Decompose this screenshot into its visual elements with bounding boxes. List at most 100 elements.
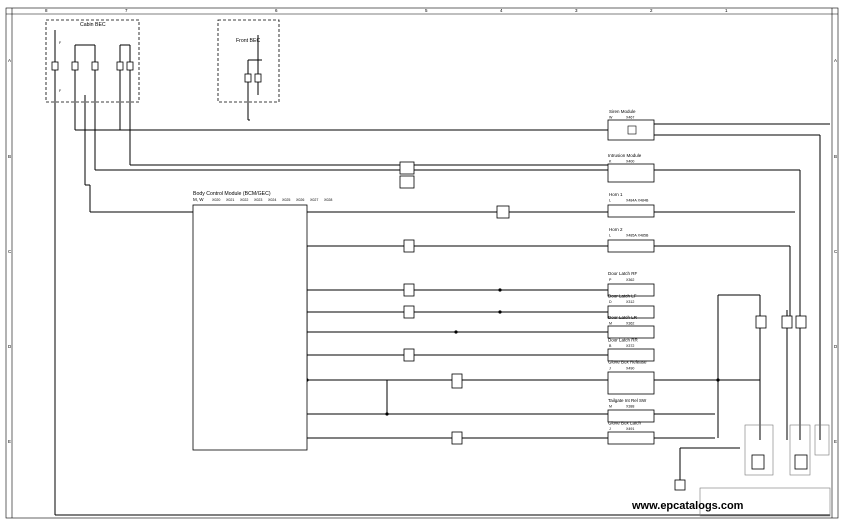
- door-latch-rf-name: Door Latch RF: [608, 271, 638, 276]
- inline-connector: [751, 454, 765, 470]
- wire-runs: [54, 110, 830, 516]
- glove-box-latch: Glove Box Latch J X491: [607, 421, 655, 445]
- splice-icon: [385, 412, 389, 416]
- door-latch-rr-letter: B: [609, 344, 612, 348]
- door-latch-lr-letter: M: [609, 322, 612, 326]
- inline-connector: [451, 373, 463, 389]
- inline-connectors: [399, 161, 807, 491]
- siren-module-letter: W: [609, 116, 613, 120]
- door-latch-lr-box: [607, 325, 655, 339]
- cabin-bec-fusebox: Cabin BEC F F: [45, 19, 140, 103]
- inline-connector: [755, 315, 767, 329]
- door-latch-lf-connector: X312: [626, 300, 634, 304]
- inline-connector: [403, 348, 415, 362]
- bcm-connector: X024: [268, 198, 276, 202]
- bcm-code: M, W: [193, 197, 204, 202]
- fuse-tag: F: [59, 41, 62, 45]
- door-latch-rr-box: [607, 348, 655, 362]
- cabin-bec-label: Cabin BEC: [80, 22, 106, 28]
- zone-col-label: 6: [275, 8, 278, 13]
- zone-row-label: A: [834, 58, 837, 63]
- splice-icon: [716, 378, 720, 382]
- splice-icon: [498, 310, 502, 314]
- fuse-icon: [254, 73, 262, 83]
- bcm-connector: X020: [212, 198, 220, 202]
- fuse-feeds: [54, 95, 249, 185]
- tailgate-int-rel-sw: Tailgate Int Rel SW M X388: [607, 398, 655, 423]
- tailgate-int-rel-sw-connector: X388: [626, 405, 634, 409]
- horn-1-name: Horn 1: [609, 192, 623, 197]
- zone-col-label: 2: [650, 8, 653, 13]
- inline-connector: [794, 454, 808, 470]
- zone-row-label: D: [834, 344, 838, 349]
- fuse-icon: [91, 61, 99, 71]
- door-latch-rr-connector: X372: [626, 344, 634, 348]
- intrusion-module: Intrusion Module K X400: [607, 153, 655, 183]
- zone-row-label: B: [8, 154, 11, 159]
- horn-2: Horn 2 L X485A X485B: [607, 227, 655, 253]
- zone-row-label: C: [834, 249, 838, 254]
- zone-col-label: 4: [500, 8, 503, 13]
- relay-icon: [627, 125, 637, 135]
- glove-box-latch-letter: J: [609, 427, 611, 431]
- door-latch-lf-name: Door Latch LF: [608, 294, 637, 299]
- door-latch-rf-connector: X362: [626, 278, 634, 282]
- splice-icon: [454, 330, 458, 334]
- inline-connector: [496, 205, 510, 219]
- horn-1-letter: L: [609, 199, 611, 203]
- horn-2-connector: X485A X485B: [626, 234, 649, 238]
- door-latch-lf-letter: D: [609, 300, 612, 304]
- zone-col-label: 1: [725, 8, 728, 13]
- ground-symbol-icon: [814, 424, 830, 456]
- tailgate-int-rel-sw-letter: M: [609, 405, 612, 409]
- horn-1-connector: X484A X484B: [626, 199, 649, 203]
- door-latch-lr-name: Door Latch LR: [608, 315, 638, 320]
- zone-row-label: A: [8, 58, 11, 63]
- bcm-connector: X028: [324, 198, 332, 202]
- inline-connector: [781, 315, 793, 329]
- front-bec-fusebox: Front BEC: [217, 19, 280, 103]
- glove-box-release-letter: J: [609, 367, 611, 371]
- bcm-connector: X027: [310, 198, 318, 202]
- inline-connector: [403, 305, 415, 319]
- door-latch-rr: Door Latch RR B X372: [607, 338, 655, 362]
- zone-row-label: B: [834, 154, 837, 159]
- door-latch-rf-box: [607, 283, 655, 297]
- ground-blocks: [744, 424, 830, 476]
- inline-connector: [403, 239, 415, 253]
- horn-2-name: Horn 2: [609, 227, 623, 232]
- zone-row-label: E: [834, 439, 837, 444]
- siren-module-name: Siren Module: [609, 109, 636, 114]
- inline-connector: [674, 479, 686, 491]
- glove-box-release-name: Glove Box Release: [608, 360, 647, 365]
- ground-symbol-icon: [789, 424, 811, 476]
- zone-row-label: C: [8, 249, 12, 254]
- glove-box-release-box: [607, 371, 655, 395]
- bcm-connector: X025: [282, 198, 290, 202]
- bcm-connector: X026: [296, 198, 304, 202]
- inline-connector: [399, 175, 415, 189]
- watermark-text: www.epcatalogs.com: [631, 500, 744, 512]
- door-latch-rf: Door Latch RF P X362: [607, 271, 655, 297]
- bcm-label: Body Control Module (BCM/GEC): [193, 191, 271, 197]
- inline-connector: [403, 283, 415, 297]
- glove-box-release: Glove Box Release J X490: [607, 360, 655, 395]
- door-latch-lr: Door Latch LR M X362: [607, 315, 655, 339]
- inline-connector: [399, 161, 415, 175]
- intrusion-module-name: Intrusion Module: [608, 153, 642, 158]
- bcm-block: Body Control Module (BCM/GEC) M, W X020 …: [192, 191, 332, 451]
- siren-module-box: [607, 119, 655, 141]
- zone-col-label: 7: [125, 8, 128, 13]
- zone-col-label: 8: [45, 8, 48, 13]
- front-bec-label: Front BEC: [236, 38, 260, 44]
- fuse-tag: F: [59, 89, 62, 93]
- door-latch-rr-name: Door Latch RR: [608, 338, 639, 343]
- zone-row-label: E: [8, 439, 11, 444]
- sheet-frame: [5, 7, 839, 519]
- horn-2-letter: L: [609, 234, 611, 238]
- door-latch-lf-box: [607, 305, 655, 319]
- horn-2-box: [607, 239, 655, 253]
- door-latch-lf: Door Latch LF D X312: [607, 294, 655, 319]
- intrusion-module-letter: K: [609, 160, 612, 164]
